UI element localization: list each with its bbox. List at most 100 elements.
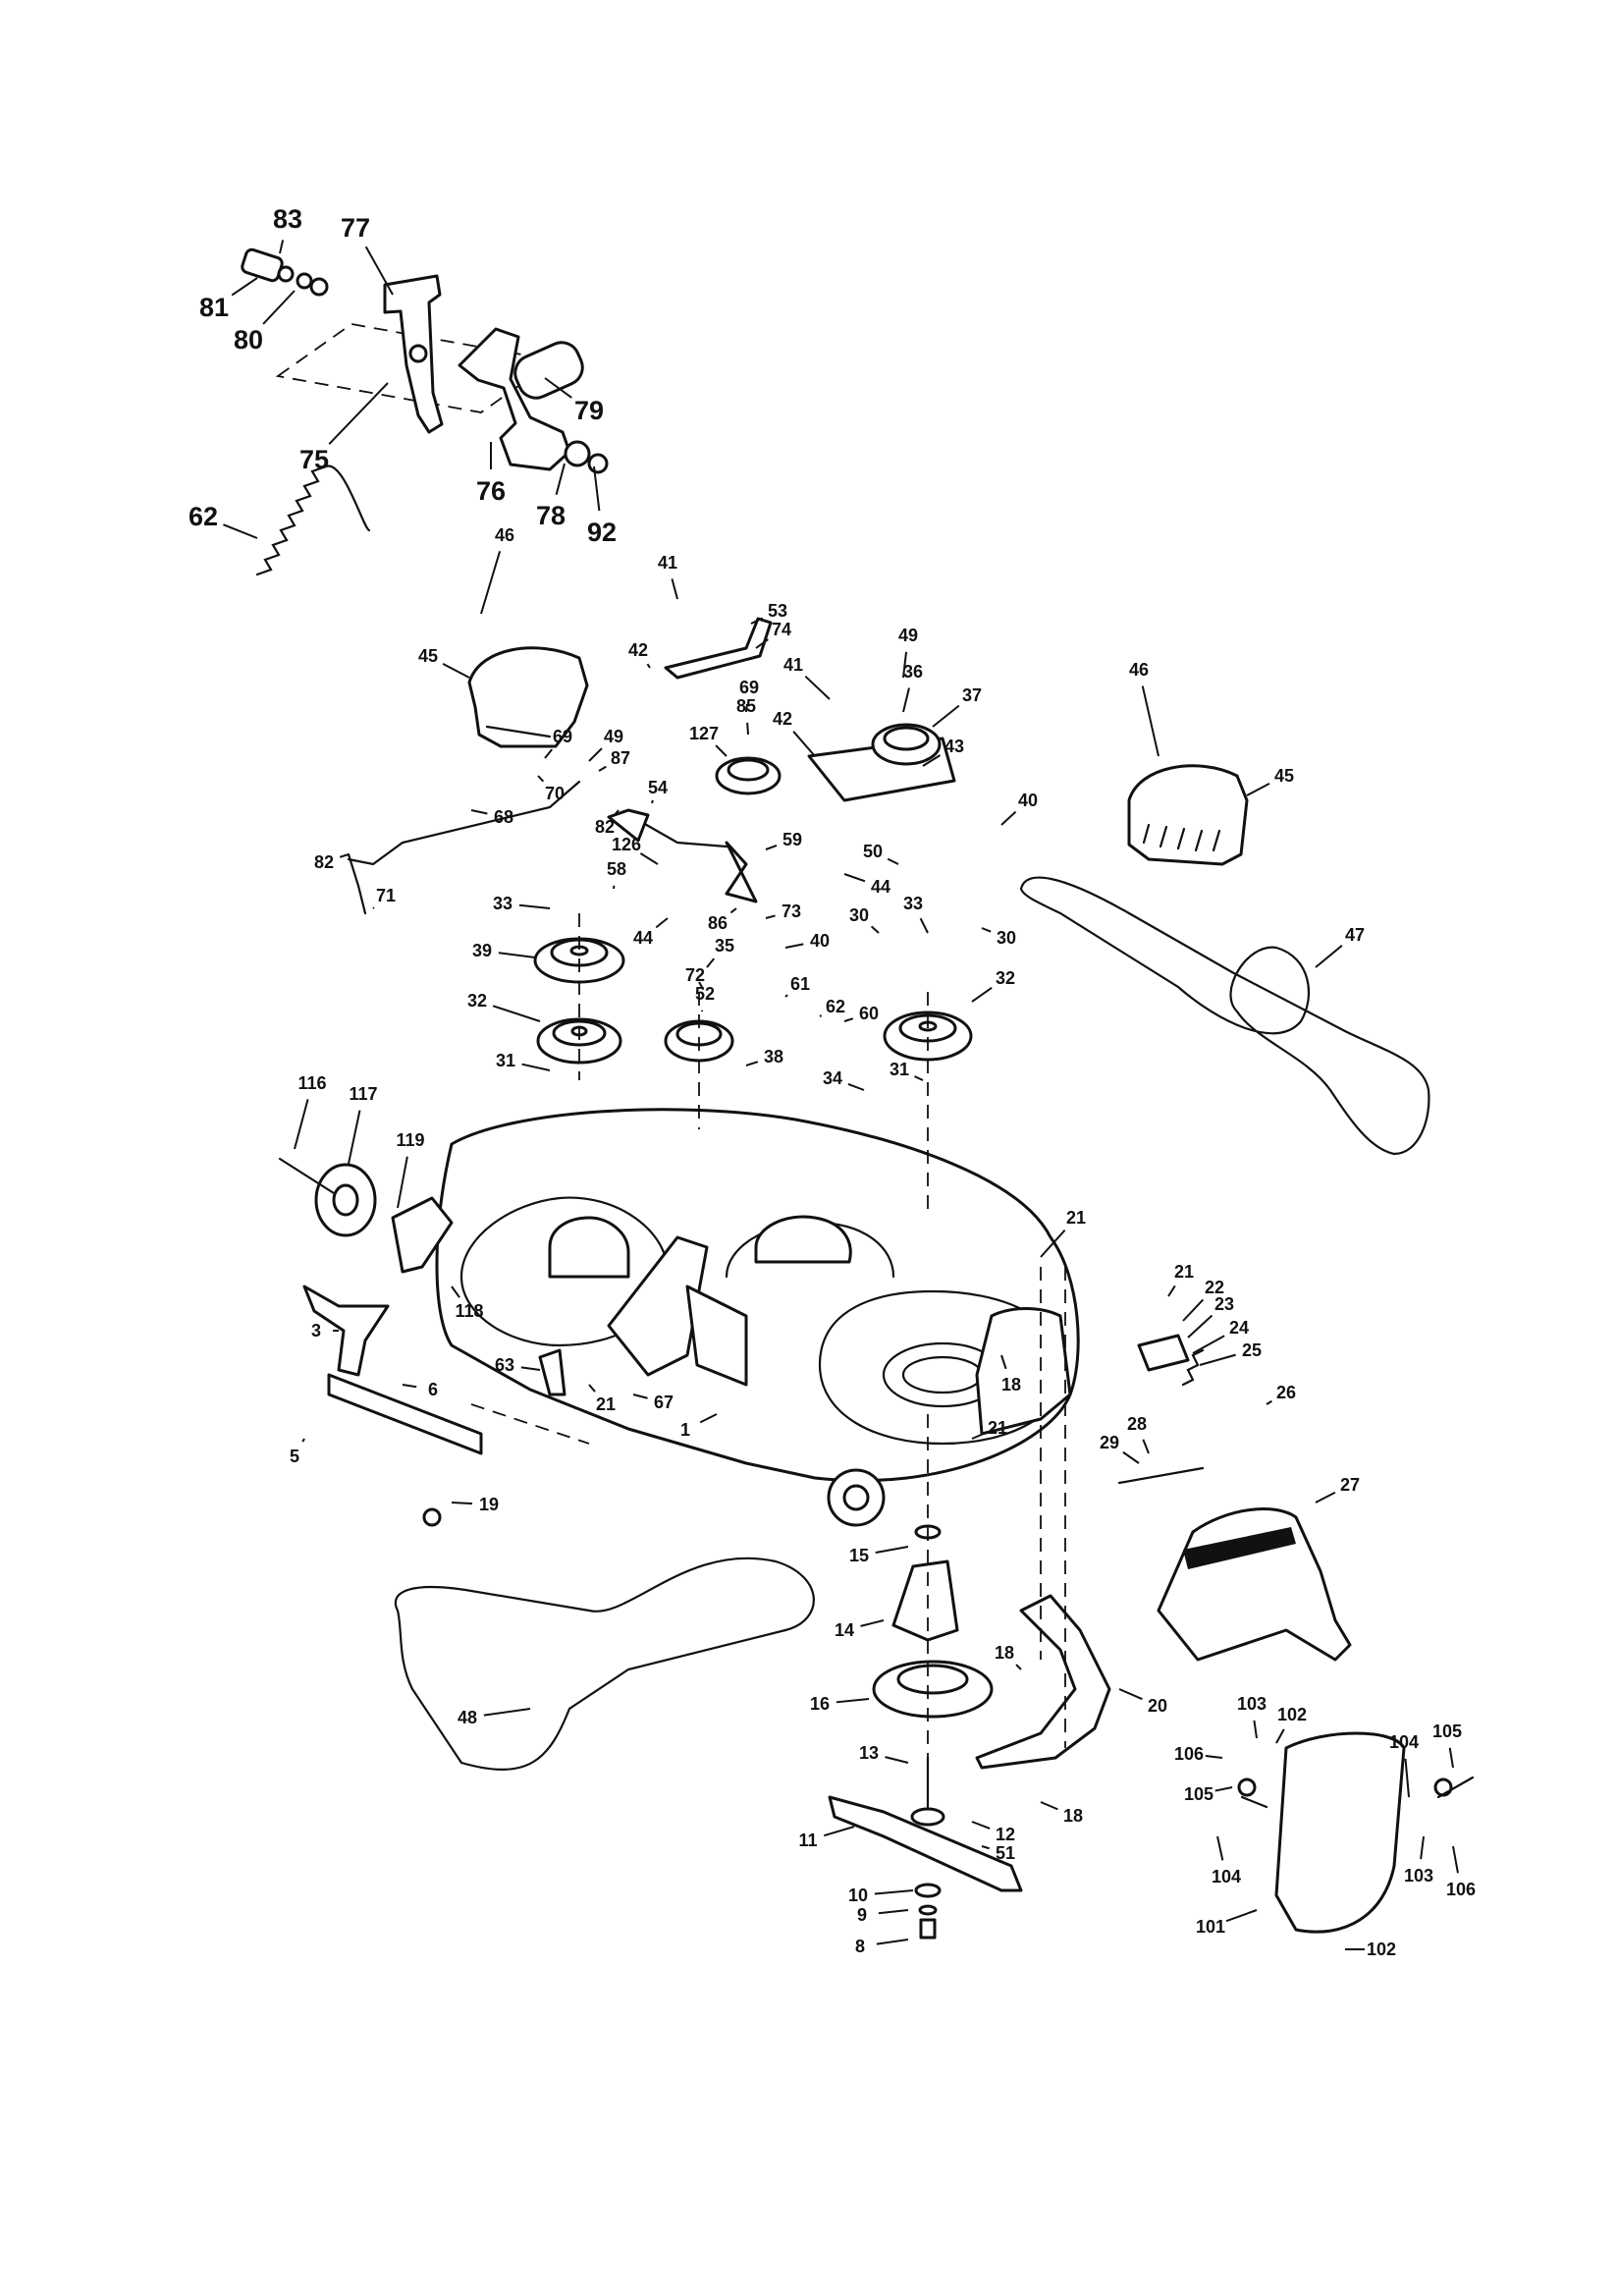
callout-leader: [819, 1014, 823, 1017]
callout-label: 22: [1205, 1278, 1224, 1297]
callout-label: 5: [290, 1447, 299, 1466]
callout-label: 36: [903, 662, 923, 682]
callout-label: 116: [297, 1073, 326, 1093]
callout-leader: [874, 1889, 914, 1895]
callout-leader: [1420, 1835, 1425, 1860]
callout-leader: [902, 651, 908, 679]
callout-label: 26: [1276, 1383, 1296, 1402]
callout-label: 51: [996, 1843, 1015, 1863]
callout-leader: [593, 465, 601, 512]
callout-label: 119: [396, 1130, 424, 1150]
callout-leader: [1040, 1801, 1058, 1811]
pulley-37: [871, 723, 942, 766]
callout-label: 20: [1148, 1696, 1167, 1716]
callout-leader: [615, 809, 620, 815]
callout-label: 85: [736, 696, 756, 716]
callout-label: 40: [810, 931, 830, 951]
callout-label: 63: [495, 1355, 514, 1375]
callout-label: 9: [857, 1905, 867, 1925]
callout-label: 82: [314, 852, 334, 872]
callout-label: 47: [1345, 925, 1365, 945]
callout-leader: [1192, 1335, 1225, 1354]
callout-label: 34: [823, 1068, 842, 1088]
callout-leader: [765, 914, 776, 919]
callout-leader: [981, 927, 992, 933]
callout-leader: [1040, 1229, 1066, 1258]
callout-leader: [544, 377, 572, 399]
callout-label: 49: [898, 626, 918, 645]
callout-leader: [902, 687, 910, 713]
callout-label: 23: [1214, 1294, 1234, 1314]
callout-leader: [521, 1063, 551, 1071]
callout-leader: [824, 1826, 855, 1837]
callout-label: 10: [848, 1886, 868, 1905]
callout-leader: [650, 799, 654, 804]
callout-label: 41: [658, 553, 677, 573]
callout-leader: [442, 663, 470, 679]
callout-label: 54: [648, 778, 668, 797]
callout-label: 53: [768, 601, 787, 621]
callout-label: 6: [428, 1380, 438, 1399]
callout-label: 101: [1196, 1917, 1225, 1937]
callout-label: 50: [863, 842, 883, 861]
callout-label: 102: [1367, 1940, 1396, 1959]
callout-leader: [632, 1394, 648, 1399]
callout-label: 44: [633, 928, 653, 948]
callout-leader: [262, 290, 296, 325]
callout-leader: [492, 1005, 541, 1022]
callout-leader: [364, 246, 394, 296]
callout-label: 42: [773, 709, 792, 729]
callout-label: 31: [496, 1051, 515, 1070]
callout-label: 3: [311, 1321, 321, 1340]
callout-leader: [932, 704, 960, 728]
callout-leader: [981, 1845, 990, 1850]
callout-leader: [914, 1075, 924, 1081]
callout-leader: [847, 1083, 865, 1091]
callout-label: 72: [685, 965, 705, 985]
callout-leader: [922, 754, 942, 767]
callout-leader: [698, 981, 705, 991]
callout-label: 15: [849, 1546, 869, 1565]
callout-leader: [1199, 1353, 1236, 1366]
callout-leader: [887, 857, 899, 865]
callout-leader: [1187, 1314, 1214, 1339]
callout-leader: [480, 550, 502, 615]
lift-spring: [255, 465, 371, 576]
callout-label: 77: [341, 213, 370, 243]
callout-leader: [919, 917, 929, 934]
callout-leader: [870, 925, 880, 934]
callout-leader: [1000, 1354, 1007, 1370]
callout-label: 45: [418, 646, 438, 666]
callout-leader: [1448, 1747, 1454, 1769]
callout-leader: [1246, 783, 1270, 796]
callout-label: 81: [199, 293, 229, 322]
callout-label: 118: [455, 1301, 483, 1321]
deck-belt-48: [394, 1557, 815, 1772]
callout-leader: [1253, 1720, 1258, 1739]
callout-label: 33: [903, 894, 923, 913]
idler-rods: [347, 617, 956, 915]
callout-leader: [971, 1433, 983, 1440]
callout-label: 30: [997, 928, 1016, 948]
callout-label: 104: [1212, 1867, 1241, 1886]
callout-leader: [555, 463, 566, 495]
callout-label: 58: [607, 859, 626, 879]
callout-label: 103: [1237, 1694, 1267, 1714]
callout-leader: [520, 1366, 541, 1371]
callout-label: 67: [654, 1393, 674, 1412]
callout-label: 11: [798, 1831, 817, 1850]
callout-label: 16: [810, 1694, 830, 1714]
callout-leader: [885, 1756, 909, 1764]
callout-label: 117: [349, 1084, 377, 1104]
callout-label: 29: [1100, 1433, 1119, 1452]
callout-label: 38: [764, 1047, 783, 1066]
callout-label: 62: [826, 997, 845, 1016]
callout-leader: [598, 765, 607, 772]
callout-label: 71: [376, 886, 396, 905]
callout-leader: [1315, 1491, 1336, 1503]
callout-leader: [339, 853, 350, 858]
callout-label: 105: [1432, 1722, 1462, 1741]
callout-leader: [646, 663, 651, 669]
callout-leader: [1122, 1450, 1140, 1464]
callout-label: 126: [612, 835, 641, 854]
